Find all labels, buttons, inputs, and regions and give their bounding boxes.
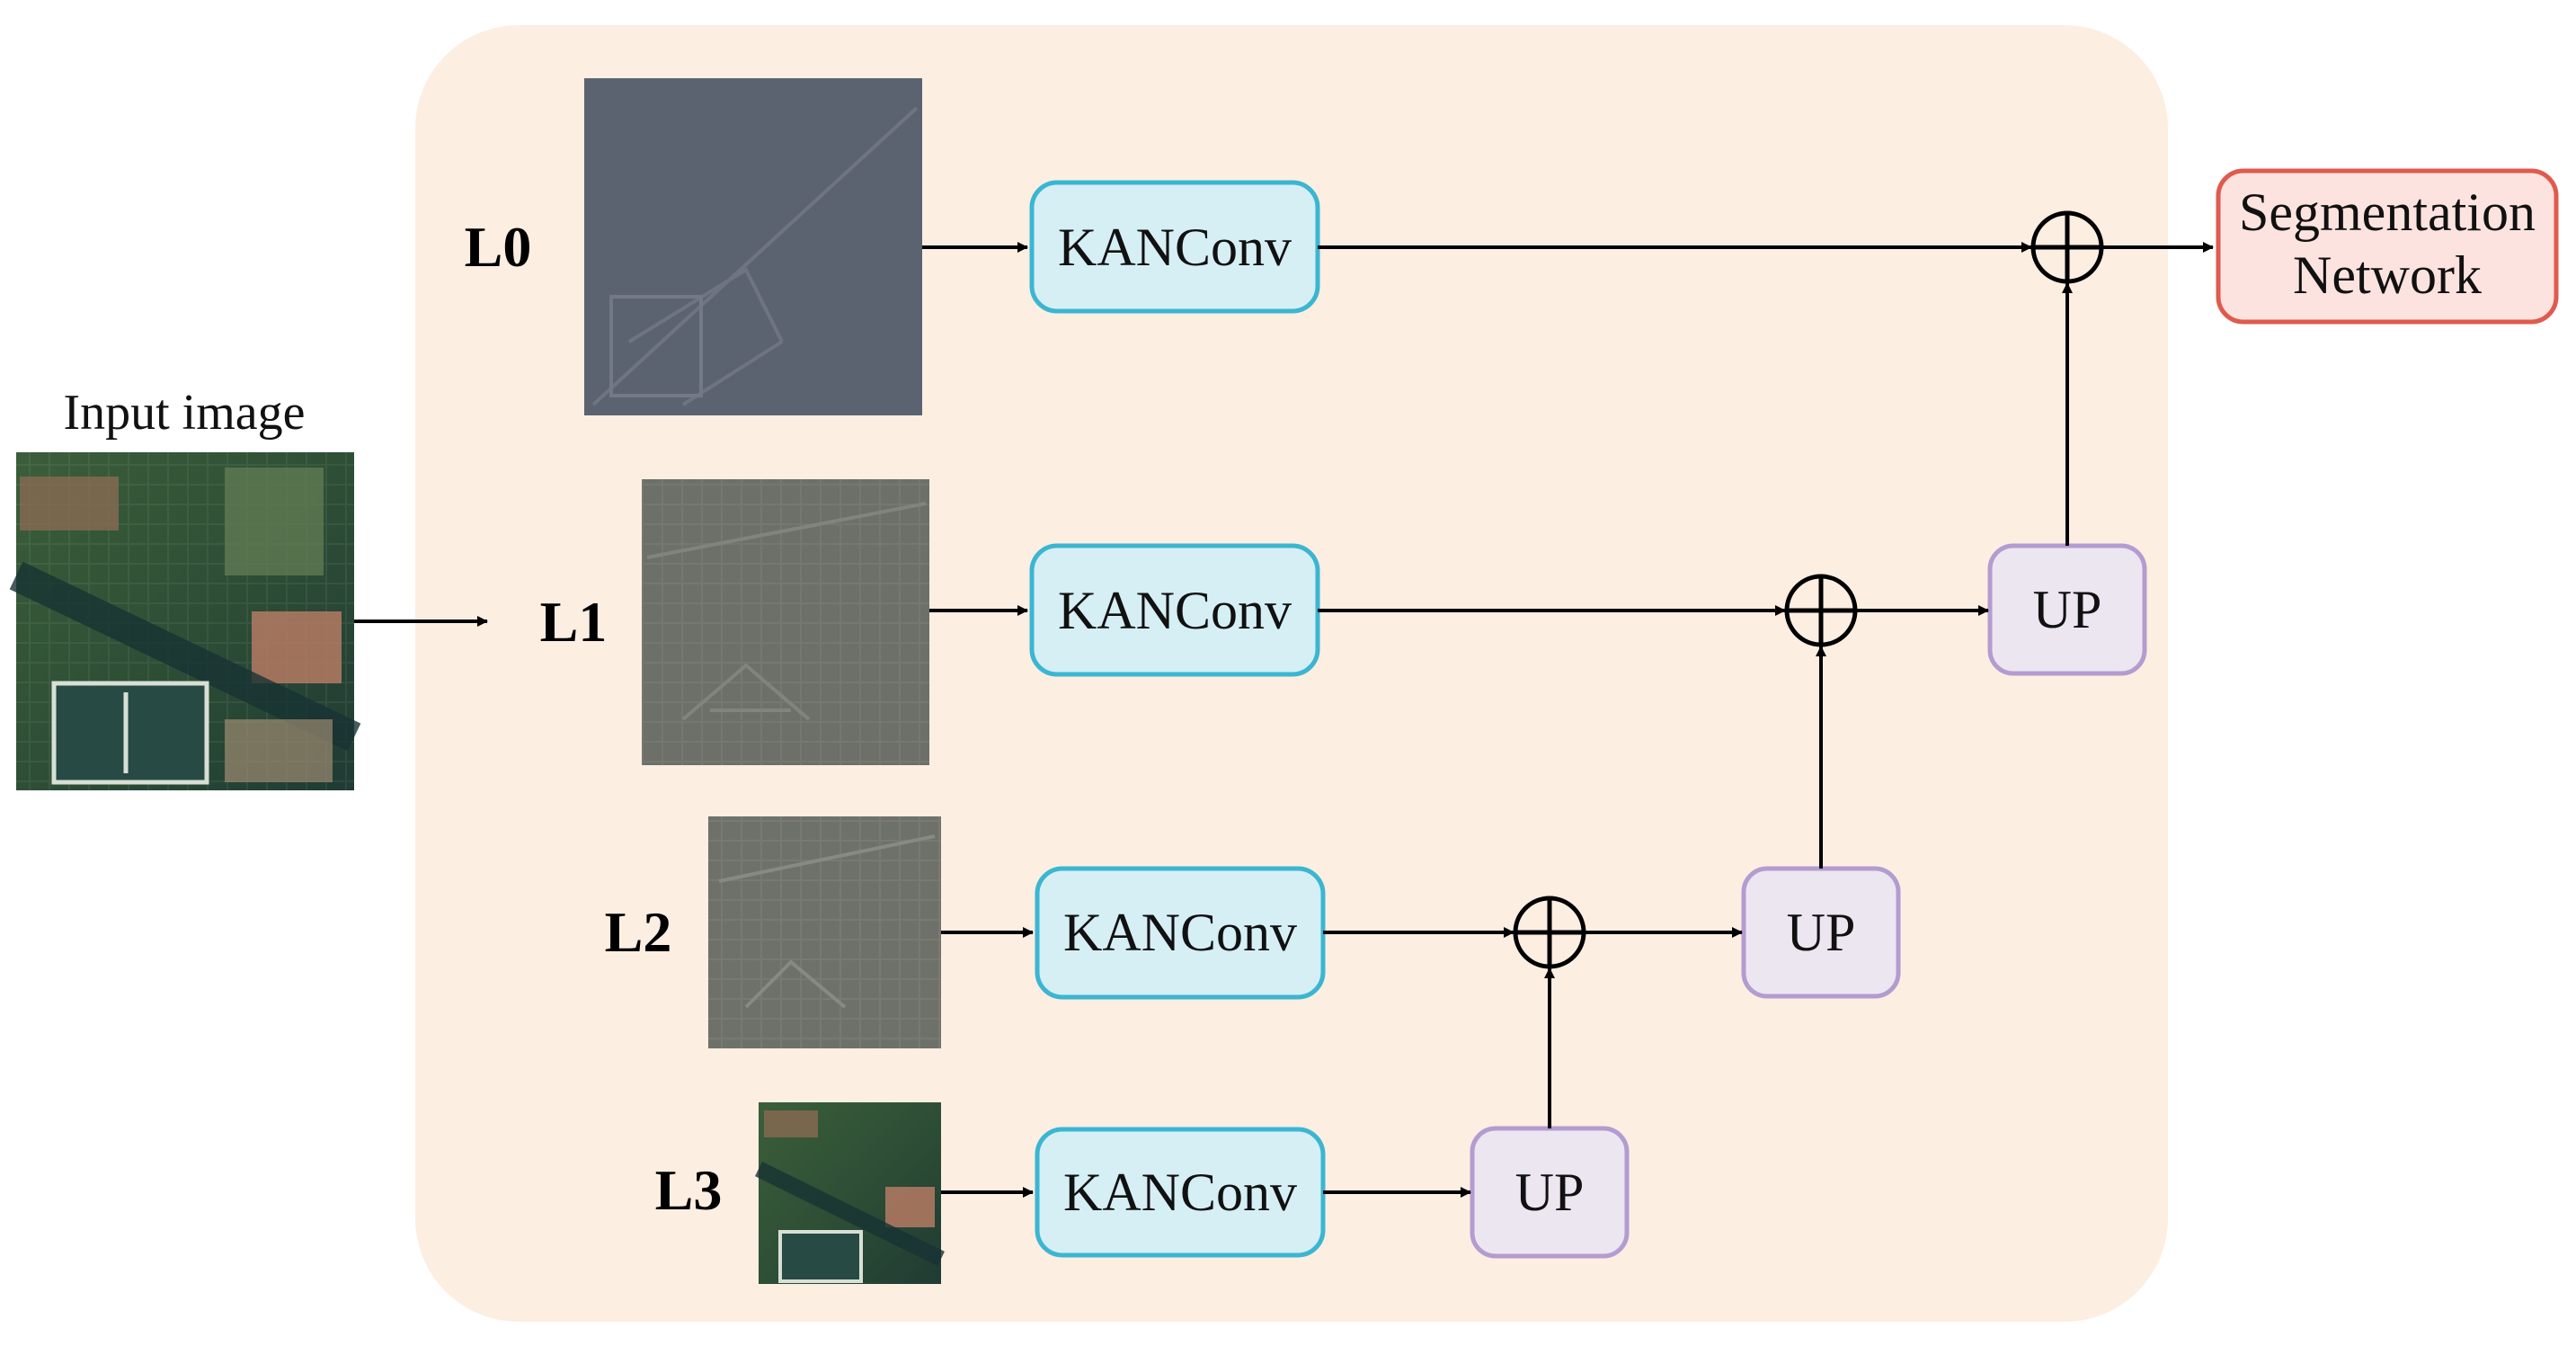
kanconv-block-l1: KANConv (1029, 543, 1320, 677)
up-label-l2: UP (1787, 903, 1856, 962)
kanconv-label-l1: KANConv (1058, 581, 1292, 640)
sum-node-l1 (1784, 574, 1858, 647)
level-label-l0: L0 (465, 215, 532, 279)
level-image-l2 (708, 816, 941, 1048)
level-label-l1: L1 (540, 590, 608, 654)
kanconv-block-l3: KANConv (1035, 1127, 1326, 1258)
kanconv-label-l0: KANConv (1058, 218, 1292, 277)
kanconv-label-l2: KANConv (1063, 903, 1297, 962)
level-label-l2: L2 (605, 900, 672, 964)
kanconv-block-l2: KANConv (1035, 866, 1326, 1000)
output-label-line1: Segmentation (2239, 183, 2536, 242)
sum-node-l2 (1513, 896, 1586, 969)
up-label-l1: UP (2033, 580, 2102, 639)
input-image-label: Input image (63, 385, 305, 441)
up-block-l3: UP (1470, 1126, 1630, 1259)
kanconv-label-l3: KANConv (1063, 1163, 1297, 1222)
sum-node-l0 (2030, 210, 2104, 284)
level-label-l3: L3 (655, 1158, 723, 1222)
level-image-l3 (755, 1102, 945, 1284)
segmentation-network-block: Segmentation Network (2216, 168, 2559, 325)
level-image-l0 (584, 78, 922, 415)
up-label-l3: UP (1515, 1163, 1585, 1222)
output-label-line2: Network (2293, 245, 2482, 305)
up-block-l2: UP (1741, 866, 1901, 999)
up-block-l1: UP (1987, 543, 2147, 676)
input-image (9, 452, 361, 790)
level-image-l1 (642, 479, 929, 765)
kanconv-block-l0: KANConv (1029, 180, 1320, 314)
